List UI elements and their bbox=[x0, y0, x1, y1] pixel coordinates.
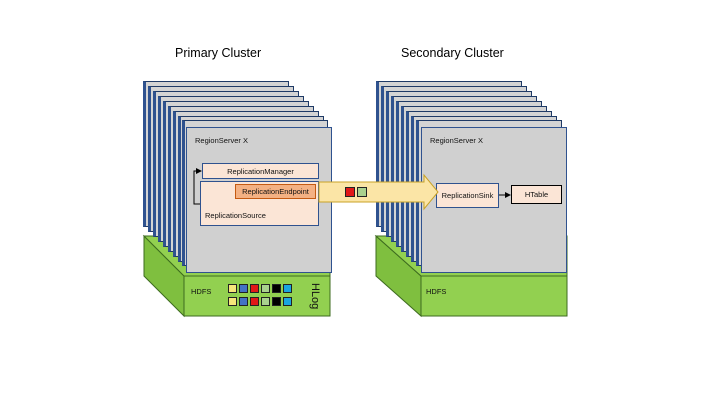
hlog-entry-chip bbox=[283, 297, 292, 306]
region-server-label: RegionServer X bbox=[430, 136, 483, 145]
hlog-entry-chip bbox=[261, 297, 270, 306]
primary-hdfs-label: HDFS bbox=[191, 287, 212, 296]
hlog-entry-chip bbox=[250, 284, 259, 293]
hlog-entry-chip bbox=[228, 297, 237, 306]
secondary-hdfs-label: HDFS bbox=[426, 287, 447, 296]
hlog-entry-chip bbox=[250, 297, 259, 306]
transfer-entry-chip bbox=[345, 187, 355, 197]
primary-cluster-title: Primary Cluster bbox=[175, 46, 262, 60]
transfer-entry-chip bbox=[357, 187, 367, 197]
replication-sink-box: ReplicationSink bbox=[436, 183, 499, 208]
hlog-entry-chip bbox=[261, 284, 270, 293]
htable-box: HTable bbox=[511, 185, 562, 204]
hlog-entry-chip bbox=[239, 284, 248, 293]
replication-manager-label: ReplicationManager bbox=[227, 166, 294, 176]
hlog-entry-chip bbox=[272, 284, 281, 293]
replication-endpoint-label: ReplicationEndpoint bbox=[242, 187, 309, 196]
htable-label: HTable bbox=[524, 190, 549, 199]
replication-manager-box: ReplicationManager bbox=[202, 163, 319, 179]
replication-endpoint-box: ReplicationEndpoint bbox=[235, 184, 316, 199]
manager-loop-arrow bbox=[193, 168, 202, 205]
secondary-cluster-title: Secondary Cluster bbox=[401, 46, 504, 60]
replication-transfer-arrow bbox=[318, 173, 439, 211]
replication-sink-label: ReplicationSink bbox=[441, 191, 494, 200]
hlog-entry-chip bbox=[228, 284, 237, 293]
hlog-entry-chip bbox=[239, 297, 248, 306]
region-server-label: RegionServer X bbox=[195, 136, 248, 145]
replication-source-label: ReplicationSource bbox=[205, 211, 266, 220]
hlog-entry-chip bbox=[283, 284, 292, 293]
hlog-entry-chip bbox=[272, 297, 281, 306]
